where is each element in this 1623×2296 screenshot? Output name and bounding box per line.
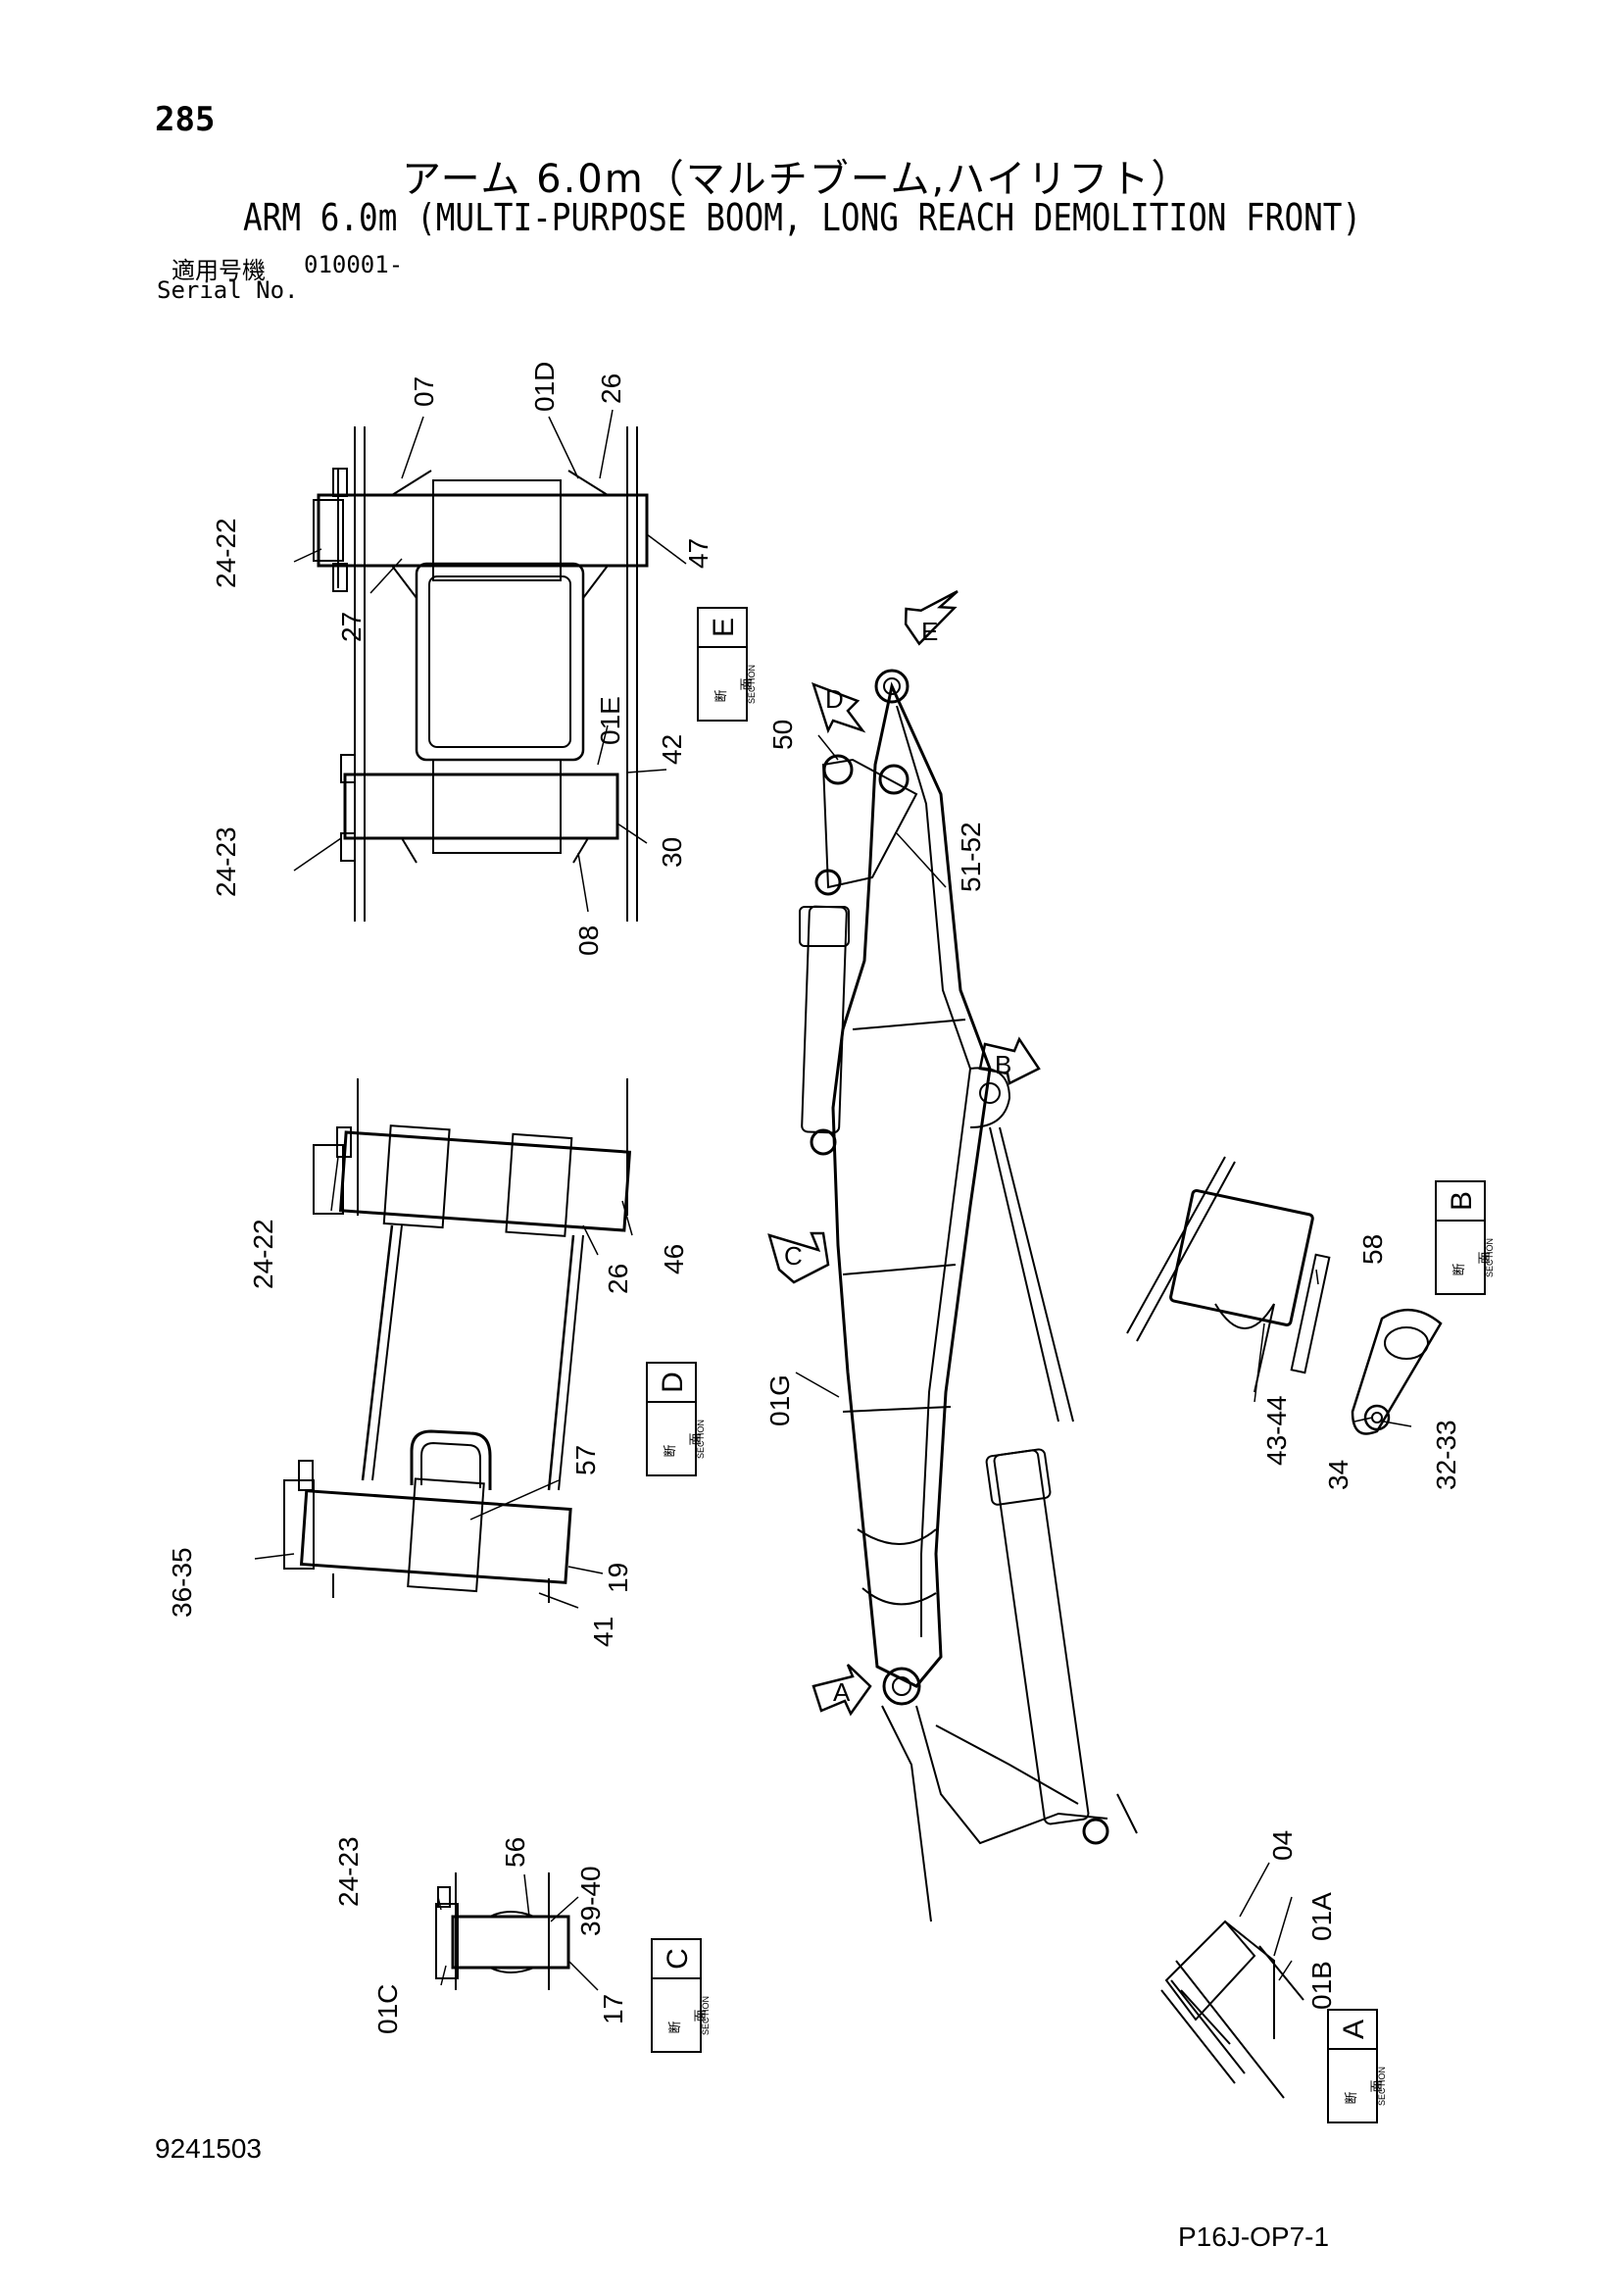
part-labels: 07 01D 26 24-22 27 47 01E 42 24-23 30 08… xyxy=(167,362,1461,2034)
svg-text:SECTION: SECTION xyxy=(747,665,757,704)
section-label-d: D 断 面 SECTION xyxy=(646,1362,706,1476)
serial-label-english: Serial No. xyxy=(157,276,299,304)
svg-text:D: D xyxy=(657,1372,689,1393)
svg-text:C: C xyxy=(662,1948,694,1970)
part-label: 58 xyxy=(1357,1234,1388,1265)
part-label: 57 xyxy=(570,1445,601,1475)
part-label: 41 xyxy=(588,1617,618,1647)
svg-text:A: A xyxy=(1338,2020,1370,2039)
part-label: 01G xyxy=(764,1374,795,1426)
view-arrow-a: A xyxy=(812,1664,872,1717)
view-arrow-d-label: D xyxy=(825,684,844,714)
section-d-detail xyxy=(283,1078,632,1603)
part-label: 32-33 xyxy=(1431,1420,1461,1490)
view-arrow-a-label: A xyxy=(833,1677,851,1707)
section-b-detail xyxy=(1126,1156,1443,1435)
part-label: 08 xyxy=(573,925,604,956)
view-arrow-d: D xyxy=(812,681,866,734)
view-arrow-b-label: B xyxy=(995,1050,1011,1079)
section-label-a: A 断 面 SECTION xyxy=(1327,2009,1387,2123)
svg-text:B: B xyxy=(1446,1191,1478,1211)
part-label: 36-35 xyxy=(167,1547,197,1618)
section-e-detail xyxy=(313,426,649,922)
part-label: 17 xyxy=(598,1994,628,2024)
view-arrow-e-label: E xyxy=(921,617,938,646)
svg-text:SECTION: SECTION xyxy=(1377,2067,1387,2106)
svg-text:SECTION: SECTION xyxy=(1485,1238,1495,1277)
svg-text:E: E xyxy=(708,618,740,637)
part-label: 51-52 xyxy=(956,822,986,892)
view-arrow-c: C xyxy=(767,1231,830,1284)
part-label: 26 xyxy=(603,1264,633,1294)
part-label: 47 xyxy=(683,538,713,569)
view-arrow-b: B xyxy=(978,1036,1041,1085)
part-label: 24-23 xyxy=(211,826,241,897)
svg-text:面: 面 xyxy=(693,2009,708,2021)
section-c-detail xyxy=(435,1872,570,1990)
svg-text:断: 断 xyxy=(1344,2091,1358,2104)
view-arrow-c-label: C xyxy=(784,1241,803,1271)
page-number: 285 xyxy=(155,100,216,139)
section-label-e: E 断 面 SECTION xyxy=(697,607,757,722)
arm-assembly xyxy=(795,669,1138,1922)
section-label-b: B 断 面 SECTION xyxy=(1435,1180,1495,1295)
svg-text:断: 断 xyxy=(667,2021,682,2033)
title-english: ARM 6.0m (MULTI-PURPOSE BOOM, LONG REACH… xyxy=(243,196,1362,239)
svg-text:面: 面 xyxy=(688,1432,703,1445)
part-label: 01B xyxy=(1306,1961,1337,2010)
leader-lines xyxy=(254,409,1412,1991)
section-label-c: C 断 面 SECTION xyxy=(651,1938,711,2053)
part-label: 24-22 xyxy=(248,1219,278,1289)
part-label: 50 xyxy=(767,720,798,750)
part-label: 27 xyxy=(336,612,367,642)
part-label: 42 xyxy=(657,734,687,765)
part-label: 26 xyxy=(596,374,626,404)
part-label: 30 xyxy=(657,837,687,868)
title-japanese: アーム 6.0m（マルチブーム,ハイリフト） xyxy=(402,157,1193,202)
part-label: 24-22 xyxy=(211,518,241,588)
sheet-code: P16J-OP7-1 xyxy=(1178,2221,1330,2252)
part-label: 56 xyxy=(500,1837,530,1868)
serial-number-value: 010001- xyxy=(304,251,404,278)
svg-text:SECTION: SECTION xyxy=(701,1996,711,2035)
svg-text:面: 面 xyxy=(739,677,754,690)
serial-label-japanese: 適用号機 xyxy=(172,257,266,284)
part-label: 04 xyxy=(1267,1830,1298,1861)
part-label: 01D xyxy=(529,362,560,412)
section-a-detail xyxy=(1160,1920,1304,2099)
svg-text:断: 断 xyxy=(1451,1263,1466,1275)
part-label: 46 xyxy=(659,1244,689,1274)
document-number: 9241503 xyxy=(155,2133,263,2164)
part-label: 01E xyxy=(595,696,625,745)
svg-text:面: 面 xyxy=(1369,2079,1384,2092)
part-label: 01A xyxy=(1306,1892,1337,1941)
part-label: 01C xyxy=(372,1984,403,2034)
part-label: 24-23 xyxy=(333,1836,364,1907)
part-label: 07 xyxy=(409,376,439,407)
svg-text:断: 断 xyxy=(663,1444,677,1457)
part-label: 39-40 xyxy=(575,1866,606,1936)
view-arrow-e: E xyxy=(904,590,959,646)
part-label: 34 xyxy=(1323,1460,1353,1490)
svg-text:面: 面 xyxy=(1477,1251,1492,1264)
svg-text:断: 断 xyxy=(713,689,728,702)
part-label: 19 xyxy=(603,1563,633,1593)
svg-text:SECTION: SECTION xyxy=(696,1420,706,1459)
part-label: 43-44 xyxy=(1261,1395,1292,1466)
